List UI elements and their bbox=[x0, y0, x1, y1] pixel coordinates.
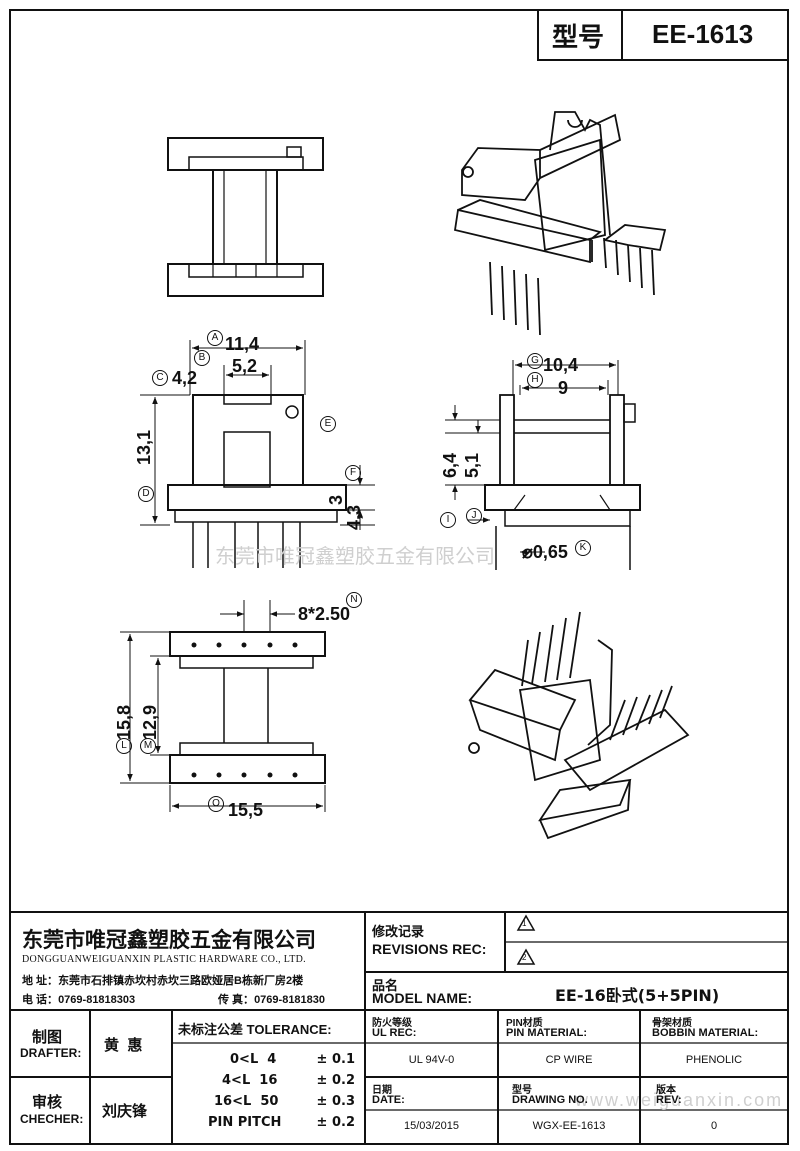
marker-h: H bbox=[527, 372, 543, 388]
model-label: 型号 bbox=[552, 23, 605, 53]
marker-c: C bbox=[152, 370, 168, 386]
marker-j: J bbox=[466, 508, 482, 524]
dim-gh: 4,3 bbox=[344, 504, 364, 530]
title-block-grid bbox=[10, 911, 788, 1144]
sheet-border bbox=[9, 9, 789, 1145]
iso-view-bottom bbox=[468, 611, 690, 840]
dim-o: 15,5 bbox=[228, 800, 264, 820]
dim-c: 4,2 bbox=[172, 368, 198, 388]
marker-l: L bbox=[116, 738, 132, 754]
date-label-cn: 日期 bbox=[372, 1085, 392, 1096]
revision-2-number: 2 bbox=[522, 953, 527, 962]
dim-l: 15,8 bbox=[114, 704, 134, 740]
tolerance-row: 0<L 4± 0.1 bbox=[230, 1052, 355, 1067]
bobbin-material-label-en: BOBBIN MATERIAL: bbox=[652, 1027, 759, 1039]
marker-n: N bbox=[346, 592, 362, 608]
checker-name: 刘庆锋 bbox=[102, 1103, 148, 1120]
ul-value: UL 94V-0 bbox=[408, 1054, 455, 1066]
revisions-label-cn: 修改记录 bbox=[372, 924, 425, 939]
tolerance-table: 0<L 4± 0.1 4<L 16± 0.2 16<L 50± 0.3 PIN … bbox=[200, 1052, 355, 1136]
watermark-company: 东莞市唯冠鑫塑胶五金有限公司 bbox=[215, 544, 495, 568]
pin-material-value: CP WIRE bbox=[545, 1054, 593, 1066]
company-fax: 传 真：0769-8181830 bbox=[218, 994, 326, 1006]
header-box bbox=[537, 9, 789, 61]
tolerance-label: 未标注公差 TOLERANCE: bbox=[178, 1022, 332, 1037]
marker-k: K bbox=[575, 540, 591, 556]
tolerance-row: PIN PITCH± 0.2 bbox=[208, 1115, 355, 1130]
bobbin-material-label-cn: 骨架材质 bbox=[652, 1018, 692, 1029]
drafter-label-en: DRAFTER: bbox=[20, 1046, 82, 1060]
drawing-no-label-en: DRAWING NO. bbox=[512, 1094, 588, 1106]
rev-value: 0 bbox=[710, 1120, 718, 1132]
pin-material-label-cn: PIN材质 bbox=[506, 1018, 543, 1029]
marker-m: M bbox=[140, 738, 156, 754]
side-view bbox=[445, 360, 641, 570]
tolerance-row: 16<L 50± 0.3 bbox=[214, 1094, 355, 1109]
marker-a: A bbox=[207, 330, 223, 346]
company-name-en: DONGGUANWEIGUANXIN PLASTIC HARDWARE CO.,… bbox=[22, 954, 306, 965]
date-value: 15/03/2015 bbox=[403, 1120, 460, 1132]
marker-o: O bbox=[208, 796, 224, 812]
dim-j: 5,1 bbox=[462, 452, 482, 478]
marker-b: B bbox=[194, 350, 210, 366]
model-name-value: EE-16卧式(5+5PIN) bbox=[555, 986, 720, 1005]
drafter-name: 黄 惠 bbox=[104, 1037, 143, 1054]
checker-label-en: CHECHER: bbox=[20, 1112, 84, 1126]
dim-pin-diameter: ⌀0,65 bbox=[522, 542, 568, 562]
bobbin-material-value: PHENOLIC bbox=[685, 1054, 743, 1066]
dim-pitch: 8*2.50 bbox=[298, 604, 351, 624]
top-view bbox=[167, 137, 324, 297]
rev-label-en: REV: bbox=[656, 1094, 682, 1106]
iso-view-top bbox=[453, 111, 667, 336]
revisions-label-en: REVISIONS REC: bbox=[372, 941, 487, 957]
ul-label-cn: 防火等级 bbox=[372, 1018, 412, 1029]
marker-e: E bbox=[320, 416, 336, 432]
pin-holes bbox=[191, 642, 298, 778]
date-label-en: DATE: bbox=[372, 1094, 405, 1106]
ul-label-en: UL REC: bbox=[372, 1027, 417, 1039]
dim-top-height: 9 bbox=[558, 378, 569, 398]
model-name-label-cn: 品名 bbox=[372, 978, 399, 993]
dim-f: 3 bbox=[326, 494, 346, 505]
watermark-url: www.weiguanxin.com bbox=[575, 1090, 784, 1110]
front-view bbox=[140, 340, 375, 568]
rev-label-cn: 版本 bbox=[656, 1085, 676, 1096]
company-address: 地 址：东莞市石排镇赤坎村赤坎三路欧娅居B栋新厂房2楼 bbox=[22, 975, 304, 987]
dim-m: 12,9 bbox=[140, 704, 160, 740]
marker-g: G bbox=[527, 353, 543, 369]
drawing-no-value: WGX-EE-1613 bbox=[532, 1120, 606, 1132]
company-tel: 电 话：0769-81818303 bbox=[22, 994, 136, 1006]
dim-d: 13,1 bbox=[134, 429, 154, 465]
checker-label-cn: 审核 bbox=[32, 1094, 63, 1111]
dim-i: 6,4 bbox=[440, 452, 460, 478]
model-name-label-en: MODEL NAME: bbox=[372, 990, 473, 1006]
dim-top-width: 10,4 bbox=[543, 355, 579, 375]
marker-i: I bbox=[440, 512, 456, 528]
dim-a: 11,4 bbox=[225, 334, 260, 354]
dim-b: 5,2 bbox=[232, 356, 258, 376]
drafter-label-cn: 制图 bbox=[32, 1029, 63, 1046]
marker-d: D bbox=[138, 486, 154, 502]
drawing-no-label-cn: 型号 bbox=[512, 1085, 532, 1096]
bottom-view bbox=[120, 600, 326, 812]
marker-f: F bbox=[345, 465, 361, 481]
company-name-cn: 东莞市唯冠鑫塑胶五金有限公司 bbox=[22, 928, 316, 952]
model-number: EE-1613 bbox=[652, 19, 754, 49]
revision-1-number: 1 bbox=[522, 919, 527, 928]
pin-material-label-en: PIN MATERIAL: bbox=[506, 1027, 588, 1039]
tolerance-row: 4<L 16± 0.2 bbox=[222, 1073, 355, 1088]
